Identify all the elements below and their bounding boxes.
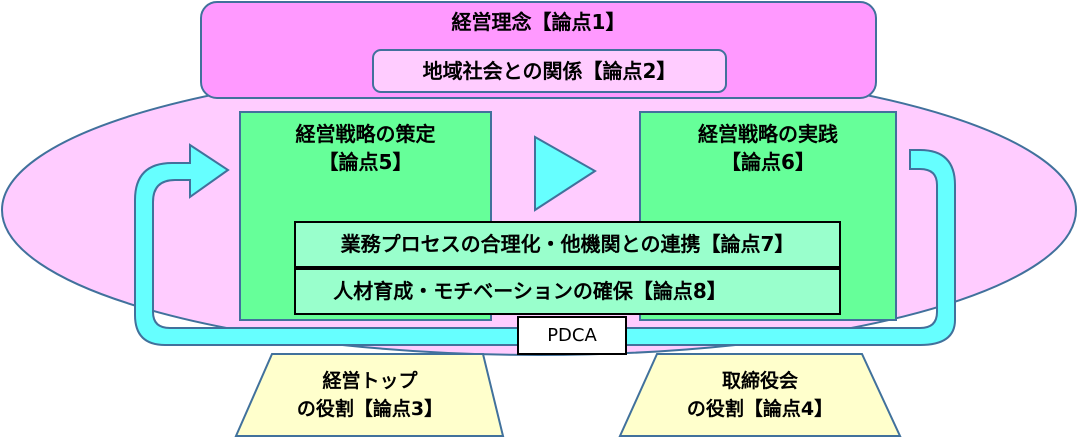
board-role-trapezoid: [618, 353, 902, 437]
strategy-formulation-line2: 【論点5】: [318, 150, 413, 174]
strategy-execution-line1: 経営戦略の実践: [698, 122, 838, 146]
community-label: 地域社会との関係【論点2】: [422, 59, 677, 83]
board-role-text: 取締役会 の役割【論点4】: [640, 367, 880, 423]
top-role-line1: 経営トップ: [322, 370, 418, 392]
hr-box: [294, 268, 841, 315]
top-role-trapezoid: [234, 353, 505, 437]
process-label: 業務プロセスの合理化・他機関との連携【論点7】: [340, 232, 795, 256]
process-box: [294, 221, 841, 268]
hr-label: 人材育成・モチベーションの確保【論点8】: [333, 279, 727, 303]
top-role-text: 経営トップ の役割【論点3】: [250, 367, 490, 423]
board-role-line1: 取締役会: [721, 370, 798, 392]
strategy-formulation-text: 経営戦略の策定 【論点5】: [240, 120, 491, 176]
forward-arrow-icon: [534, 135, 597, 212]
pdca-loop-arrow: [134, 143, 956, 346]
pdca-label: PDCA: [547, 325, 597, 346]
strategy-execution-text: 経営戦略の実践 【論点6】: [640, 120, 896, 176]
top-role-line2: の役割【論点3】: [296, 398, 444, 420]
board-role-line2: の役割【論点4】: [686, 398, 834, 420]
community-box: [372, 49, 727, 93]
pdca-box: [517, 316, 627, 355]
strategy-formulation-line1: 経営戦略の策定: [295, 122, 436, 146]
philosophy-label: 経営理念【論点1】: [451, 10, 626, 34]
strategy-execution-line2: 【論点6】: [721, 150, 815, 174]
